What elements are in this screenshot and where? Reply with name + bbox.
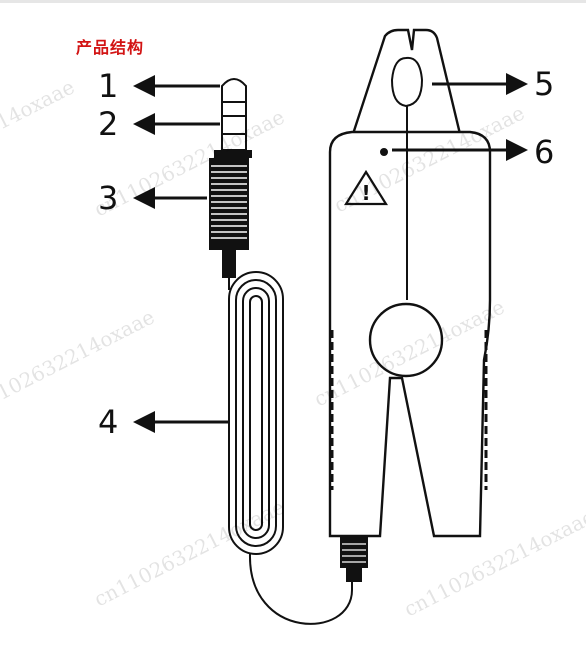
warning-icon: ! [344, 169, 388, 206]
svg-text:!: ! [361, 181, 370, 205]
label-5: 5 [534, 65, 555, 103]
callout-arrows [133, 73, 528, 433]
plug-collar [214, 150, 252, 158]
plug-tip [221, 78, 247, 151]
jaw-eye [390, 56, 424, 108]
label-3: 3 [98, 179, 119, 217]
plug-handle [209, 158, 249, 278]
top-border [0, 0, 586, 3]
clamp-connector [340, 536, 368, 582]
grip-ring [368, 302, 444, 378]
page-title: 产品结构 [76, 38, 145, 57]
label-2: 2 [98, 105, 119, 143]
label-4: 4 [98, 403, 119, 441]
side-texture [330, 330, 488, 490]
coiled-cable [228, 271, 353, 625]
label-1: 1 [98, 67, 119, 105]
marker-dot [380, 148, 388, 156]
label-6: 6 [534, 133, 555, 171]
